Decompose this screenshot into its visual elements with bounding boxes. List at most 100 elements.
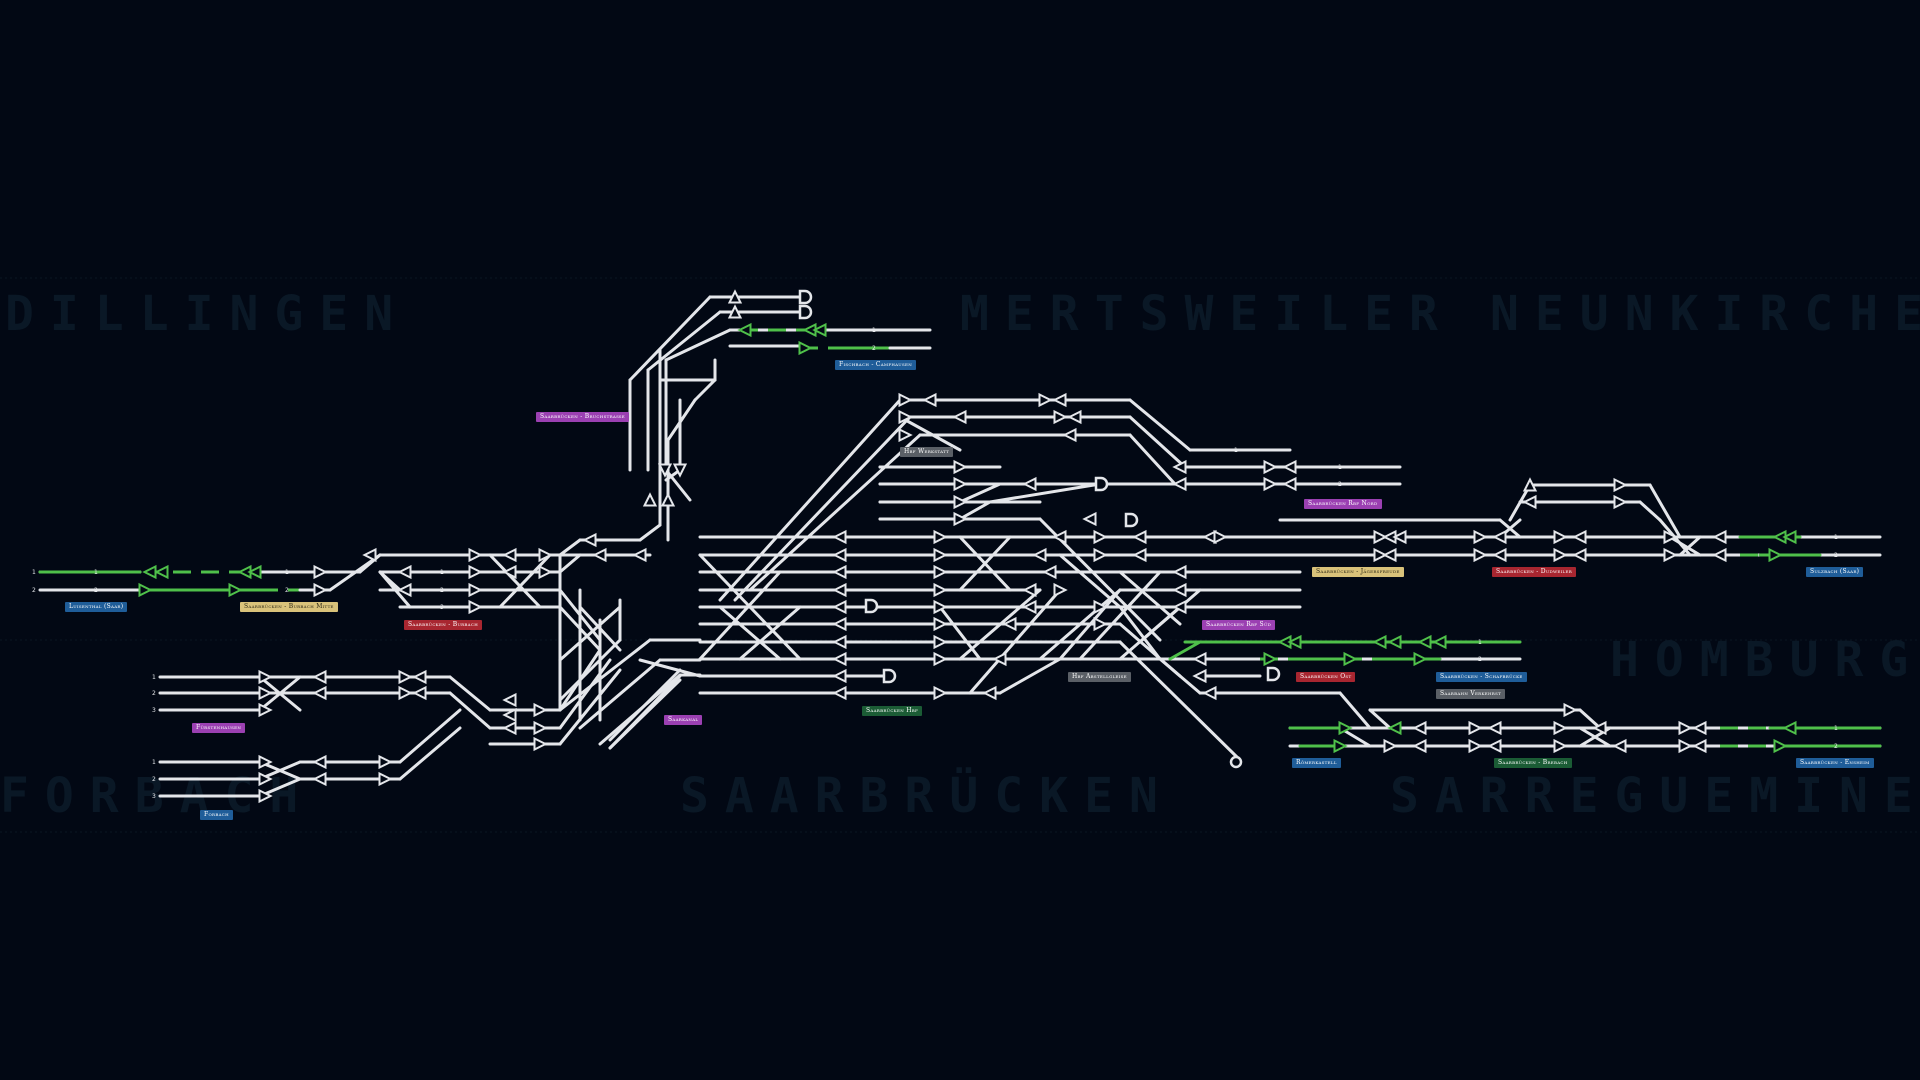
station-label-jaegersfreude[interactable]: Saarbrücken - Jägersfreude	[1312, 567, 1404, 577]
signal[interactable]	[1553, 738, 1568, 754]
signal[interactable]	[362, 547, 377, 563]
signal[interactable]	[1053, 582, 1068, 598]
signal[interactable]	[1473, 547, 1488, 563]
signal[interactable]	[258, 788, 273, 804]
signal[interactable]	[1082, 511, 1097, 527]
signal[interactable]	[1553, 529, 1568, 545]
signal[interactable]	[1663, 547, 1678, 563]
signal[interactable]	[898, 392, 913, 408]
signal[interactable]	[1282, 476, 1297, 492]
signal[interactable]	[533, 720, 548, 736]
signal[interactable]	[657, 463, 673, 478]
signal[interactable]	[933, 547, 948, 563]
signal[interactable]	[538, 564, 553, 580]
signal[interactable]	[933, 564, 948, 580]
signal-green[interactable]	[1287, 634, 1302, 650]
signal[interactable]	[1022, 476, 1037, 492]
signal[interactable]	[1678, 738, 1693, 754]
signal[interactable]	[258, 754, 273, 770]
signal[interactable]	[312, 685, 327, 701]
signal[interactable]	[258, 771, 273, 787]
station-label-hbf[interactable]: Saarbrücken Hbf	[862, 706, 923, 716]
signal-green[interactable]	[737, 322, 752, 338]
station-label-hbf-werkstatt[interactable]: Hbf Werkstatt	[900, 447, 954, 457]
signal[interactable]	[1022, 582, 1037, 598]
signal[interactable]	[1492, 547, 1507, 563]
signal[interactable]	[1712, 529, 1727, 545]
signal[interactable]	[832, 685, 847, 701]
station-label-hbf-abstellgleise[interactable]: Hbf Abstellgleise	[1068, 672, 1131, 682]
signal[interactable]	[1213, 529, 1228, 545]
signal[interactable]	[1692, 720, 1707, 736]
signal[interactable]	[378, 754, 393, 770]
signal[interactable]	[922, 392, 937, 408]
signal[interactable]	[1412, 720, 1427, 736]
signal[interactable]	[1572, 547, 1587, 563]
signal[interactable]	[1172, 476, 1187, 492]
signal[interactable]	[832, 547, 847, 563]
signal-green[interactable]	[1773, 738, 1788, 754]
station-label-brebach[interactable]: Saarbrücken - Brebach	[1494, 758, 1572, 768]
station-label-ost[interactable]: Saarbrücken Ost	[1296, 672, 1356, 682]
signal[interactable]	[953, 494, 968, 510]
signal[interactable]	[1678, 720, 1693, 736]
signal[interactable]	[502, 547, 517, 563]
signal[interactable]	[502, 692, 517, 708]
signal[interactable]	[1062, 427, 1077, 443]
signal-green[interactable]	[1338, 720, 1353, 736]
signal[interactable]	[832, 529, 847, 545]
station-label-saarkanal[interactable]: Saarkanal	[664, 715, 703, 725]
signal[interactable]	[898, 409, 913, 425]
signal-green[interactable]	[1768, 547, 1783, 563]
station-label-verkehrst[interactable]: Saarbahn Verkehrst	[1436, 689, 1506, 699]
signal-green[interactable]	[1333, 738, 1348, 754]
signal-green[interactable]	[228, 582, 243, 598]
station-label-dudweiler[interactable]: Saarbrücken - Dudweiler	[1492, 567, 1577, 577]
station-label-fuerstenhausen[interactable]: Fürstenhausen	[192, 723, 246, 733]
station-label-burbach-mitte[interactable]: Saarbrücken - Burbach Mitte	[240, 602, 338, 612]
signal[interactable]	[312, 754, 327, 770]
signal[interactable]	[1613, 494, 1628, 510]
signal[interactable]	[1468, 738, 1483, 754]
station-label-rbf-nord[interactable]: Saarbrücken Rbf Nord	[1304, 499, 1382, 509]
signal-green[interactable]	[1413, 651, 1428, 667]
signal[interactable]	[398, 669, 413, 685]
signal-green[interactable]	[1782, 529, 1797, 545]
signal[interactable]	[1172, 582, 1187, 598]
signal-green[interactable]	[1263, 651, 1278, 667]
signal[interactable]	[397, 582, 412, 598]
signal[interactable]	[1383, 738, 1398, 754]
station-label-luisenthal[interactable]: Luisenthal (Saar)	[65, 602, 128, 612]
signal-green[interactable]	[1432, 634, 1447, 650]
signal[interactable]	[502, 564, 517, 580]
signal[interactable]	[468, 599, 483, 615]
station-label-ensheim[interactable]: Saarbrücken - Ensheim	[1796, 758, 1874, 768]
signal[interactable]	[1553, 720, 1568, 736]
signal[interactable]	[933, 651, 948, 667]
signal[interactable]	[1487, 738, 1502, 754]
signal-green[interactable]	[142, 564, 157, 580]
signal[interactable]	[1487, 720, 1502, 736]
signal[interactable]	[727, 289, 743, 304]
signal[interactable]	[1172, 564, 1187, 580]
signal[interactable]	[1712, 547, 1727, 563]
signal[interactable]	[1052, 392, 1067, 408]
signal[interactable]	[1373, 529, 1388, 545]
signal[interactable]	[632, 547, 647, 563]
signal[interactable]	[582, 532, 597, 548]
signal[interactable]	[832, 582, 847, 598]
signal[interactable]	[412, 669, 427, 685]
station-label-fischbach[interactable]: Fischbach - Camphausen	[835, 360, 917, 370]
signal-green[interactable]	[1372, 634, 1387, 650]
signal[interactable]	[1132, 529, 1147, 545]
signal[interactable]	[1468, 720, 1483, 736]
signal[interactable]	[953, 511, 968, 527]
signal-green[interactable]	[247, 564, 262, 580]
signal[interactable]	[398, 685, 413, 701]
signal[interactable]	[933, 616, 948, 632]
signal[interactable]	[1093, 599, 1108, 615]
signal[interactable]	[1067, 409, 1082, 425]
signal[interactable]	[1172, 599, 1187, 615]
signal[interactable]	[1192, 668, 1207, 684]
